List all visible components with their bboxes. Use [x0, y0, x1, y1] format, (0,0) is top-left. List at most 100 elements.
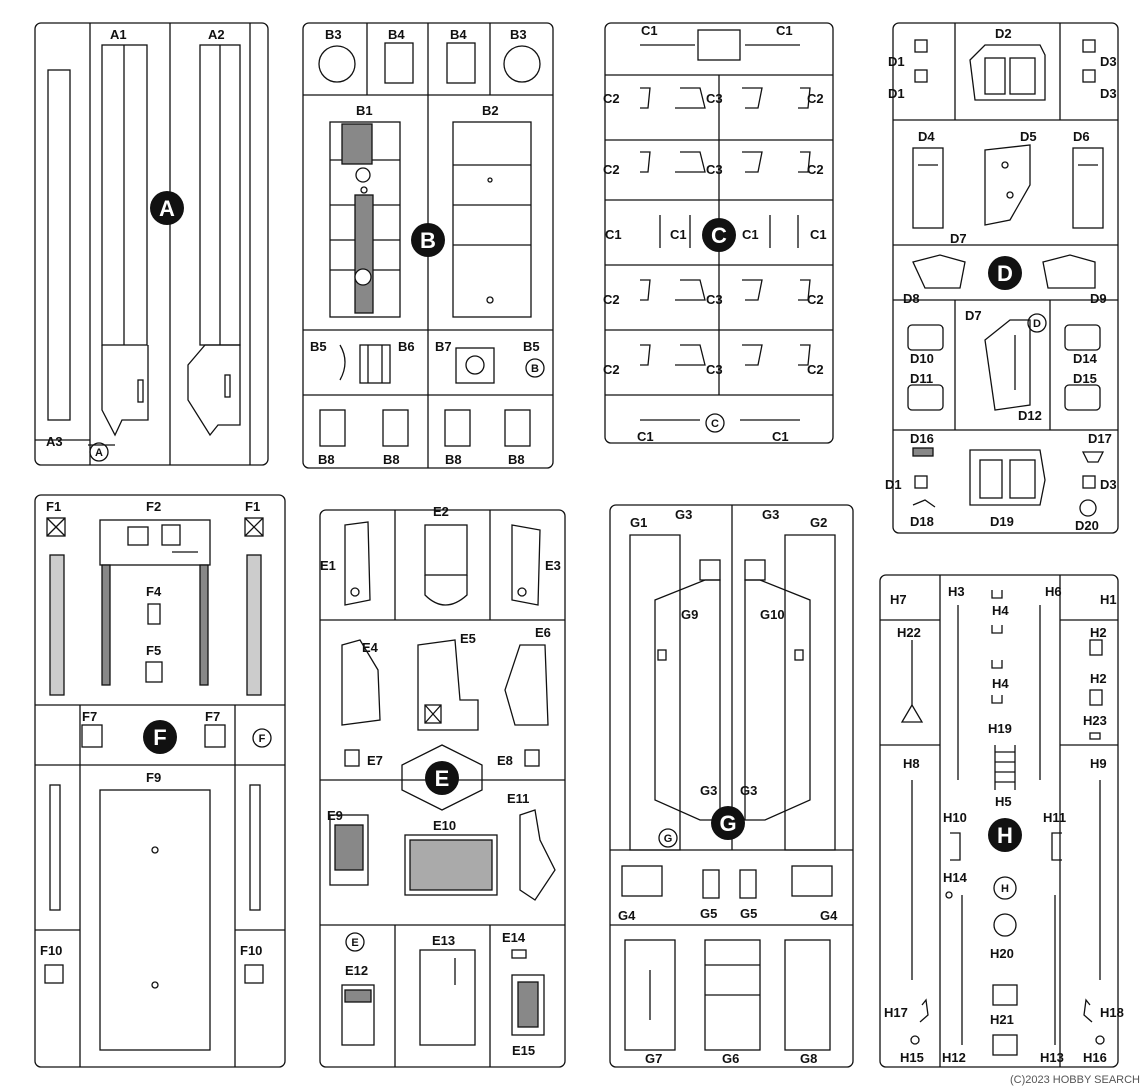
- part-f9: [99, 789, 211, 1051]
- part-g4-right: [791, 865, 833, 897]
- watermark: (C)2023 HOBBY SEARCH: [1010, 1074, 1140, 1086]
- part-label: D20: [1075, 518, 1099, 533]
- part-label: G3: [740, 783, 757, 798]
- sprue-f-badge-small: [252, 728, 272, 748]
- part-label: G3: [675, 507, 692, 522]
- part-label: B1: [356, 103, 373, 118]
- part-label: G6: [722, 1051, 739, 1066]
- sprue-f-frame: [34, 494, 286, 1068]
- part-label: H5: [995, 794, 1012, 809]
- part-h2-a: [1089, 639, 1103, 656]
- part-label: C2: [807, 91, 824, 106]
- part-h17: [919, 998, 929, 1023]
- part-label: C1: [772, 429, 789, 444]
- sprue-a-badge: [89, 442, 109, 462]
- part-g4-left: [621, 865, 663, 897]
- sprue-g-badge-small: [658, 828, 678, 848]
- part-g1: [629, 534, 681, 851]
- part-label: C1: [605, 227, 622, 242]
- part-g9: [654, 559, 721, 821]
- part-label: G1: [630, 515, 647, 530]
- part-label: E13: [432, 933, 455, 948]
- part-label: H19: [988, 721, 1012, 736]
- part-label: B5: [310, 339, 327, 354]
- part-label: H16: [1083, 1050, 1107, 1065]
- sprue-c-parts: [640, 87, 811, 366]
- part-label: C2: [807, 162, 824, 177]
- part-b2: [452, 121, 532, 318]
- sprue-b-small-letter: B: [531, 363, 539, 375]
- sprue-f-small-letter: F: [259, 733, 266, 745]
- part-d1-a: [914, 39, 928, 53]
- part-g5-left: [702, 869, 720, 899]
- part-e3: [511, 524, 541, 606]
- sprue-e-small-letter: E: [351, 937, 358, 949]
- part-label: B8: [318, 452, 335, 467]
- sprue-h-frame: [879, 574, 1119, 1068]
- part-label: C1: [641, 23, 658, 38]
- sprue-e-diamond: [401, 744, 483, 811]
- part-label: B2: [482, 103, 499, 118]
- part-label: H15: [900, 1050, 924, 1065]
- part-label: F7: [82, 709, 97, 724]
- part-f7-left: [81, 724, 103, 748]
- part-label: B6: [398, 339, 415, 354]
- part-labels-d: D2 D1 D3 D1 D3 D4 D5 D6 D7 D8 D9 D7 D10 …: [885, 26, 1117, 533]
- part-d9: [1042, 254, 1096, 289]
- part-label: G8: [800, 1051, 817, 1066]
- part-label: E6: [535, 625, 551, 640]
- part-h10: [950, 832, 961, 861]
- part-d20: [1079, 499, 1097, 517]
- part-label: H11: [1043, 810, 1066, 825]
- part-f10-right: [244, 964, 264, 984]
- part-label: H10: [943, 810, 967, 825]
- part-label: A3: [46, 434, 63, 449]
- part-b3-right: [503, 45, 541, 83]
- part-label: B8: [508, 452, 525, 467]
- part-label: G10: [760, 607, 785, 622]
- part-f1-left: [46, 517, 66, 537]
- part-label: F1: [46, 499, 61, 514]
- part-d3-b: [1082, 69, 1096, 83]
- part-label: B7: [435, 339, 452, 354]
- part-d15: [1064, 384, 1101, 411]
- part-f-grille-left: [49, 554, 65, 696]
- part-label: C1: [637, 429, 654, 444]
- part-label: H14: [943, 870, 968, 885]
- part-f2: [99, 519, 211, 686]
- sprue-d-small-letter: D: [1033, 318, 1041, 330]
- part-label: E3: [545, 558, 561, 573]
- part-label: D3: [1100, 477, 1117, 492]
- part-label: G4: [820, 908, 838, 923]
- part-label: C1: [670, 227, 687, 242]
- sprue-b-badge: [525, 358, 545, 378]
- part-label: H18: [1100, 1005, 1124, 1020]
- part-labels-h: H7 H3 H6 H1 H4 H2 H22 H4 H2 H19 H23 H8 H…: [884, 584, 1124, 1065]
- sprue-g-letter: G: [719, 811, 736, 836]
- part-label: H1: [1100, 592, 1117, 607]
- part-label: D9: [1090, 291, 1107, 306]
- part-label: D8: [903, 291, 920, 306]
- part-b8-4: [504, 409, 531, 447]
- part-label: D15: [1073, 371, 1097, 386]
- part-label: F10: [240, 943, 262, 958]
- part-label: H3: [948, 584, 965, 599]
- sprue-c-small-letter: C: [711, 418, 719, 430]
- part-labels-b: B3 B4 B4 B3 B1 B2 B5 B6 B7 B5 B8 B8 B8 B…: [310, 27, 540, 467]
- part-d18: [912, 499, 936, 508]
- part-label: H12: [942, 1050, 966, 1065]
- sprue-h-small-letter: H: [1001, 883, 1009, 895]
- sprue-d-letter: D: [997, 261, 1013, 286]
- part-label: B8: [383, 452, 400, 467]
- part-label: B5: [523, 339, 540, 354]
- part-b7: [455, 347, 495, 384]
- part-e8: [524, 749, 540, 767]
- part-e7: [344, 749, 360, 767]
- part-d1-c: [914, 475, 928, 489]
- part-e4: [341, 639, 381, 726]
- part-label: D7: [965, 308, 982, 323]
- part-b1: [329, 121, 401, 318]
- part-label: D6: [1073, 129, 1090, 144]
- part-label: H23: [1083, 713, 1107, 728]
- part-label: H7: [890, 592, 907, 607]
